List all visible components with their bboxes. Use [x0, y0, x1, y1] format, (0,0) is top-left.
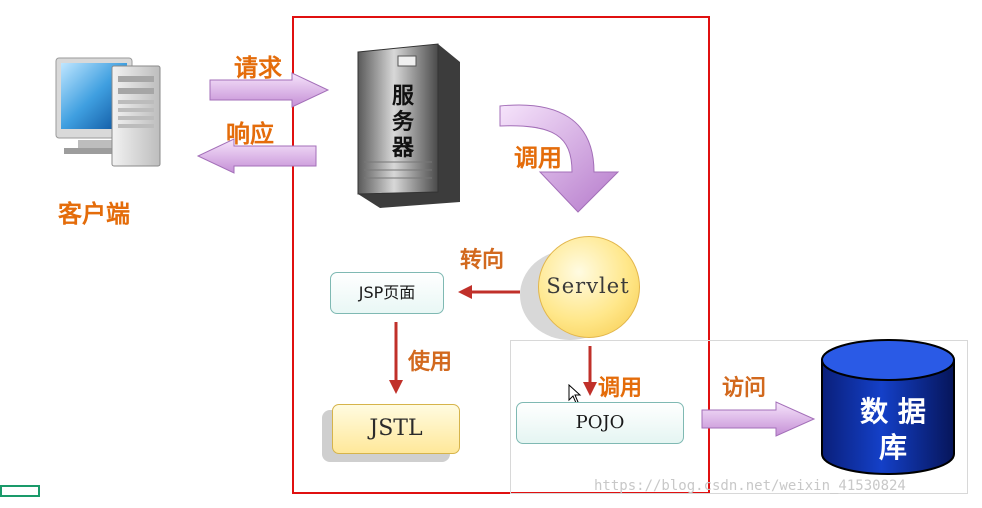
- database-icon: [821, 339, 955, 475]
- client-label: 客户端: [58, 200, 130, 228]
- access-arrow: [701, 401, 816, 437]
- server-label: 服 务 器: [388, 84, 418, 162]
- server-label-char: 器: [391, 136, 414, 161]
- database-label-line2: 库: [878, 431, 907, 464]
- server-label-char: 服: [391, 84, 414, 109]
- client-computer-icon: [55, 57, 161, 167]
- pojo-box: POJO: [516, 402, 684, 444]
- use-arrow: [389, 322, 403, 394]
- green-outline-bar: [0, 485, 40, 497]
- server-side-frame: [292, 16, 710, 494]
- invoke-pojo-arrow: [583, 346, 597, 396]
- forward-arrow: [458, 285, 520, 299]
- servlet-node: [538, 236, 640, 338]
- jstl-box: JSTL: [332, 404, 460, 454]
- access-label: 访问: [722, 376, 767, 401]
- response-arrow: [196, 138, 317, 174]
- watermark-text: https://blog.csdn.net/weixin_41530824: [594, 478, 906, 494]
- jsp-page-box: JSP页面: [330, 272, 444, 314]
- use-label: 使用: [408, 350, 453, 375]
- forward-label: 转向: [460, 248, 505, 273]
- invoke-servlet-arrow: [499, 104, 620, 213]
- database-label: 数 据 库: [838, 394, 948, 466]
- request-arrow: [209, 72, 330, 108]
- server-label-char: 务: [391, 110, 414, 135]
- mouse-cursor-icon: [568, 384, 582, 404]
- database-label-line1: 数 据: [860, 395, 926, 428]
- pojo-db-panel: [510, 340, 968, 494]
- request-label: 请求: [234, 54, 282, 82]
- servlet-label: Servlet: [546, 274, 630, 298]
- invoke-pojo-label: 调用: [598, 376, 643, 401]
- invoke-servlet-label: 调用: [514, 144, 562, 172]
- server-icon: [357, 43, 460, 208]
